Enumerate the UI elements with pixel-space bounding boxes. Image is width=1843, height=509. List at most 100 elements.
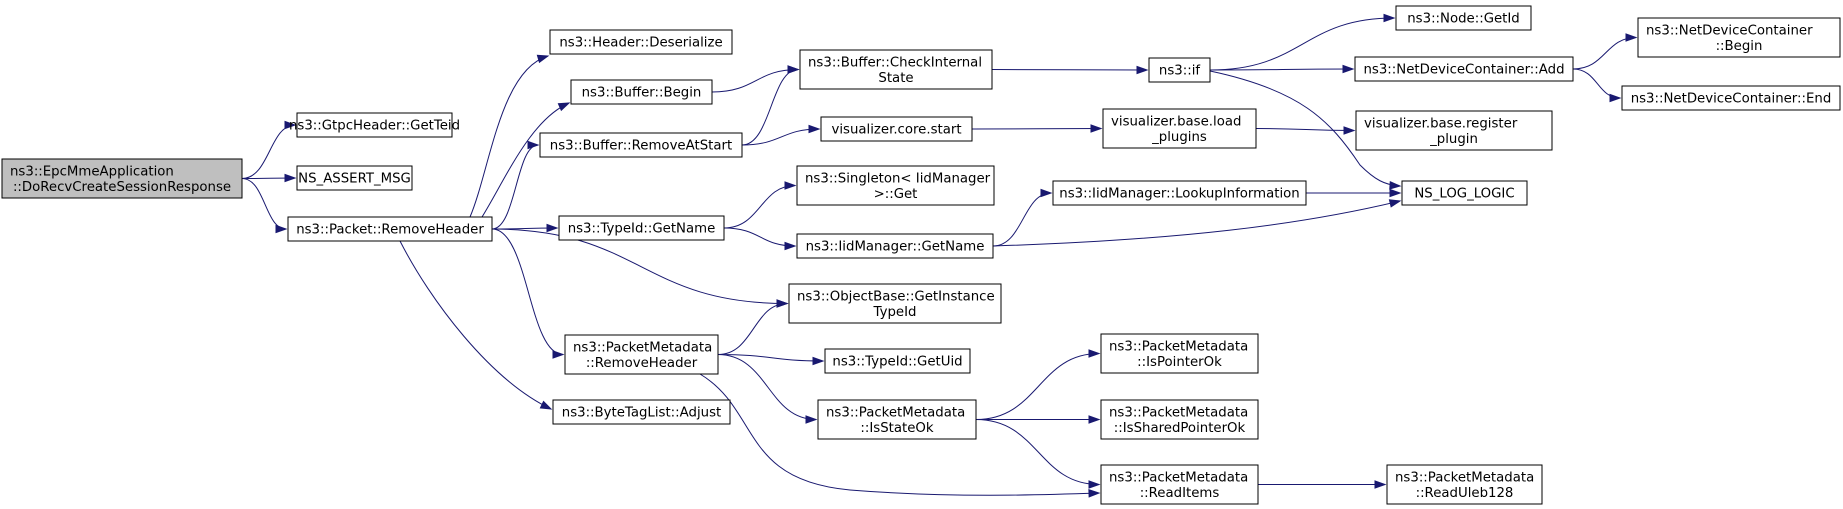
- edge-line: [481, 102, 570, 218]
- node-box[interactable]: [820, 116, 973, 142]
- edge-arrowhead: [284, 120, 297, 130]
- node-ns-assert-msg[interactable]: NS_ASSERT_MSG: [296, 165, 413, 191]
- edge-iidmanager_getname-to-ns_log_logic: [992, 199, 1402, 247]
- edge-line: [717, 354, 817, 420]
- node-bytetaglist-adjust[interactable]: ns3::ByteTagList::Adjust: [552, 399, 731, 425]
- edge-root-to-gtpc_getteid: [241, 120, 297, 179]
- edge-packet_removeheader-to-header_deserialize: [469, 54, 550, 218]
- edge-ns3_if-to-ns_log_logic: [1209, 70, 1402, 190]
- edge-line: [399, 240, 552, 410]
- node-label: ns3::PacketMetadata: [573, 340, 712, 355]
- edge-typeid_getname-to-singleton_get: [723, 181, 797, 229]
- node-box[interactable]: [1148, 57, 1211, 83]
- node-label: ns3::GtpcHeader::GetTeid: [289, 119, 460, 134]
- edge-line: [717, 303, 788, 355]
- edge-arrowhead: [805, 415, 818, 424]
- node-box[interactable]: [799, 49, 993, 90]
- node-ndc-add[interactable]: ns3::NetDeviceContainer::Add: [1354, 56, 1574, 82]
- node-box[interactable]: [296, 165, 413, 191]
- node-box[interactable]: [1100, 333, 1259, 374]
- node-label: ns3::NetDeviceContainer: [1646, 23, 1813, 38]
- edge-line: [1209, 70, 1401, 187]
- node-box[interactable]: [1395, 5, 1532, 31]
- node-header-deserialize[interactable]: ns3::Header::Deserialize: [549, 29, 733, 55]
- node-label: ::IsStateOk: [860, 421, 933, 436]
- edge-ns3_if-to-node_getid: [1209, 13, 1396, 71]
- node-box[interactable]: [796, 233, 994, 259]
- node-box[interactable]: [558, 215, 725, 241]
- node-box[interactable]: [1102, 108, 1257, 149]
- node-ndc-end[interactable]: ns3::NetDeviceContainer::End: [1621, 85, 1841, 111]
- edge-buffer_begin-to-buffer_checkinternalstate: [711, 65, 800, 93]
- node-pm-readitems[interactable]: ns3::PacketMetadata::ReadItems: [1100, 464, 1259, 505]
- node-viz-core-start[interactable]: visualizer.core.start: [820, 116, 973, 142]
- edge-typeid_getname-to-iidmanager_getname: [723, 227, 797, 251]
- node-label: ns3::Node::GetId: [1407, 12, 1520, 27]
- node-node-getid[interactable]: ns3::Node::GetId: [1395, 5, 1532, 31]
- node-ndc-begin[interactable]: ns3::NetDeviceContainer::Begin: [1637, 17, 1841, 58]
- node-pm-readuleb128[interactable]: ns3::PacketMetadata::ReadUleb128: [1386, 464, 1543, 505]
- node-box[interactable]: [1, 158, 243, 199]
- node-box[interactable]: [824, 348, 971, 374]
- node-typeid-getname[interactable]: ns3::TypeId::GetName: [558, 215, 725, 241]
- edge-arrowhead: [808, 124, 821, 134]
- node-label: NS_ASSERT_MSG: [298, 172, 411, 187]
- node-label: ns3::PacketMetadata: [1109, 470, 1248, 485]
- edge-line: [491, 228, 564, 355]
- node-box[interactable]: [1637, 17, 1841, 58]
- node-packet-removeheader[interactable]: ns3::Packet::RemoveHeader: [287, 216, 493, 242]
- node-box[interactable]: [1355, 110, 1553, 151]
- node-box[interactable]: [796, 165, 995, 206]
- node-box[interactable]: [564, 334, 719, 375]
- edge-line: [711, 69, 799, 93]
- edge-pm_removeheader-to-typeid_getuid: [717, 354, 825, 366]
- edge-buffer_removeatstart-to-viz_core_start: [741, 124, 821, 146]
- node-box[interactable]: [1401, 180, 1528, 206]
- node-ns3-if[interactable]: ns3::if: [1148, 57, 1211, 83]
- node-label: TypeId: [873, 305, 917, 320]
- node-box[interactable]: [539, 132, 743, 158]
- edge-arrowhead: [1088, 489, 1101, 498]
- node-box[interactable]: [296, 112, 453, 138]
- edge-root-to-packet_removeheader: [241, 178, 288, 234]
- node-root[interactable]: ns3::EpcMmeApplication::DoRecvCreateSess…: [1, 158, 243, 199]
- edge-line: [1209, 17, 1395, 71]
- node-iidmanager-lookupinformation[interactable]: ns3::IidManager::LookupInformation: [1052, 180, 1307, 206]
- edge-root-to-ns_assert_msg: [241, 173, 297, 183]
- node-box[interactable]: [1052, 180, 1307, 206]
- node-iidmanager-getname[interactable]: ns3::IidManager::GetName: [796, 233, 994, 259]
- edge-line: [723, 227, 796, 247]
- node-viz-base-register-plugin[interactable]: visualizer.base.register_plugin: [1355, 110, 1553, 151]
- node-viz-base-load-plugins[interactable]: visualizer.base.load_plugins: [1102, 108, 1257, 149]
- edge-line: [241, 178, 287, 230]
- node-box[interactable]: [817, 399, 977, 440]
- node-box[interactable]: [287, 216, 493, 242]
- node-box[interactable]: [552, 399, 731, 425]
- node-box[interactable]: [1621, 85, 1841, 111]
- node-buffer-removeatstart[interactable]: ns3::Buffer::RemoveAtStart: [539, 132, 743, 158]
- node-box[interactable]: [788, 283, 1002, 324]
- node-box[interactable]: [570, 79, 713, 105]
- edge-line: [1255, 128, 1355, 131]
- node-gtpc-getteid[interactable]: ns3::GtpcHeader::GetTeid: [289, 112, 460, 138]
- node-buffer-begin[interactable]: ns3::Buffer::Begin: [570, 79, 713, 105]
- edge-ndc_add-to-ndc_end: [1572, 68, 1622, 103]
- node-box[interactable]: [1386, 464, 1543, 505]
- node-box[interactable]: [1100, 464, 1259, 505]
- edge-arrowhead: [1388, 199, 1402, 208]
- node-typeid-getuid[interactable]: ns3::TypeId::GetUid: [824, 348, 971, 374]
- node-ns-log-logic[interactable]: NS_LOG_LOGIC: [1401, 180, 1528, 206]
- node-label: ns3::Singleton< IidManager: [805, 171, 991, 186]
- edge-arrowhead: [1136, 65, 1149, 75]
- node-pm-ispointerok[interactable]: ns3::PacketMetadata::IsPointerOk: [1100, 333, 1259, 374]
- node-pm-issharedpointerok[interactable]: ns3::PacketMetadata::IsSharedPointerOk: [1100, 399, 1259, 440]
- node-pm-removeheader[interactable]: ns3::PacketMetadata::RemoveHeader: [564, 334, 719, 375]
- edge-line: [975, 419, 1100, 485]
- node-pm-isstateok[interactable]: ns3::PacketMetadata::IsStateOk: [817, 399, 977, 440]
- node-box[interactable]: [1100, 399, 1259, 440]
- node-box[interactable]: [549, 29, 733, 55]
- node-singleton-get[interactable]: ns3::Singleton< IidManager >::Get: [796, 165, 995, 206]
- node-box[interactable]: [1354, 56, 1574, 82]
